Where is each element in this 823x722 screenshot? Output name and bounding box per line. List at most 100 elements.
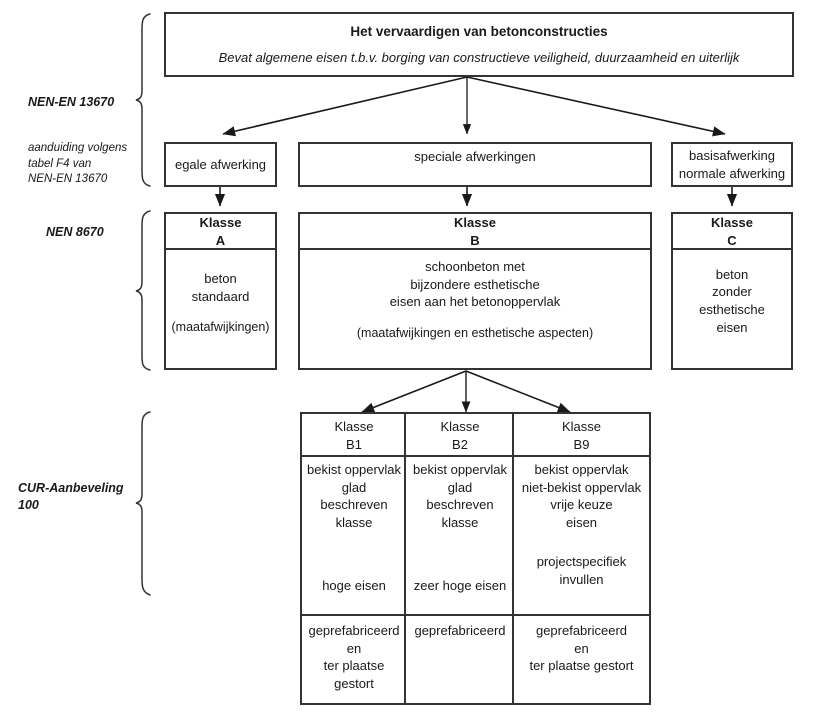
box-klasse-b: Klasse B schoonbeton met bijzondere esth…: [298, 212, 652, 370]
box-speciale-afwerkingen: speciale afwerkingen: [298, 142, 652, 187]
requirement-line-1: hoge eisen: [322, 578, 386, 594]
klasse-label: Klasse: [199, 215, 242, 231]
cur-line-2: 100: [18, 497, 39, 512]
feature-line-3: beschreven: [320, 497, 388, 513]
klasse-a-header-divider: [164, 248, 277, 250]
table-features-row: bekist oppervlak glad beschreven klasse …: [302, 457, 649, 616]
application-line-2: en: [574, 640, 589, 656]
box-label: speciale afwerkingen: [414, 148, 536, 164]
table-cell-b9-features: bekist oppervlak niet-bekist oppervlak v…: [514, 457, 649, 616]
application-line-3: ter plaatse: [323, 658, 385, 674]
table-column-divider-1: [404, 412, 406, 705]
subtitle-text: Bevat algemene eisen t.b.v. borging van …: [218, 49, 740, 65]
feature-line-1: bekist oppervlak: [413, 462, 507, 477]
box-klasse-a: Klasse A beton standaard (maatafwijkinge…: [164, 212, 277, 370]
requirement-line-1: zeer hoge eisen: [413, 578, 507, 594]
table-divider-header: [300, 455, 651, 457]
box-egale-afwerking: egale afwerking: [164, 142, 277, 187]
body-line-1: beton: [204, 271, 237, 287]
table-cell-b1-application: geprefabriceerd en ter plaatse gestort: [302, 616, 406, 703]
side-label-nen-8670: NEN 8670: [46, 224, 146, 241]
feature-line-2: niet-bekist oppervlak: [521, 479, 642, 495]
klasse-label: Klasse: [561, 418, 602, 434]
klasse-value: B2: [452, 436, 468, 452]
body-line-2: bijzondere esthetische: [410, 276, 540, 292]
klasse-value: B9: [573, 436, 590, 452]
feature-line-3: vrije keuze: [550, 497, 613, 513]
table-cell-b2-features: bekist oppervlak glad beschreven klasse …: [406, 457, 514, 616]
side-label-text: NEN-EN 13670: [28, 95, 115, 109]
side-label-nen-en-13670: NEN-EN 13670: [28, 94, 138, 111]
feature-line-4: klasse: [441, 514, 479, 530]
klasse-c-body: beton zonder esthetische eisen: [673, 242, 791, 360]
klasse-value: B: [470, 233, 480, 248]
klasse-a-body: beton standaard (maatafwijkingen): [166, 244, 275, 362]
body-line-2: standaard: [191, 288, 250, 304]
klasse-b-header: Klasse B: [300, 214, 650, 250]
body-line-1: beton: [715, 266, 749, 282]
side-label-cur-aanbeveling-100: CUR-Aanbeveling 100: [18, 480, 138, 514]
klasse-value: A: [215, 233, 226, 248]
table-application-row: geprefabriceerd en ter plaatse gestort g…: [302, 616, 649, 703]
klasse-value: C: [727, 233, 737, 248]
klasse-b-header-divider: [298, 248, 652, 250]
body-line-1: schoonbeton met: [425, 259, 525, 274]
application-line-4: gestort: [334, 675, 374, 691]
body-line-3: eisen aan het betonoppervlak: [389, 294, 561, 310]
aanduiding-line-2: tabel F4 van: [28, 157, 92, 170]
application-line-3: ter plaatse gestort: [529, 658, 634, 674]
body-line-3: esthetische: [699, 302, 765, 317]
body-note: (maatafwijkingen): [171, 320, 270, 335]
aanduiding-line-3: NEN-EN 13670: [28, 173, 108, 186]
box-label-line-1: basisafwerking: [689, 147, 775, 163]
arrow-top-to-basis: [466, 76, 726, 137]
klasse-b-body: schoonbeton met bijzondere esthetische e…: [300, 250, 650, 368]
box-label-line-2: normale afwerking: [678, 165, 786, 181]
table-cell-b1-features: bekist oppervlak glad beschreven klasse …: [302, 457, 406, 616]
table-header-row: Klasse B1 Klasse B2 Klasse B9: [302, 414, 649, 457]
application-line-2: en: [346, 640, 362, 656]
side-label-aanduiding-note: aanduiding volgens tabel F4 van NEN-EN 1…: [28, 141, 138, 188]
box-label: egale afwerking: [174, 156, 267, 172]
feature-line-2: glad: [447, 479, 473, 495]
table-subclasses: Klasse B1 Klasse B2 Klasse B9 bekist opp…: [300, 412, 651, 705]
table-divider-application: [300, 614, 651, 616]
body-line-2: zonder: [712, 284, 752, 300]
feature-line-1: bekist oppervlak: [307, 462, 401, 477]
table-cell-b9-application: geprefabriceerd en ter plaatse gestort: [514, 616, 649, 703]
cur-line-1: CUR-Aanbeveling: [18, 481, 124, 495]
table-cell-b2-application: geprefabriceerd: [406, 616, 514, 703]
arrow-klasse-b-to-b9: [465, 370, 571, 413]
klasse-a-header: Klasse A: [166, 214, 275, 250]
body-note: (maatafwijkingen en esthetische aspecten…: [356, 325, 594, 340]
application-line-1: geprefabriceerd: [535, 623, 628, 638]
application-line-1: geprefabriceerd: [414, 623, 506, 638]
klasse-value: B1: [346, 436, 362, 452]
requirement-line-2: invullen: [559, 571, 604, 587]
arrow-klasse-b-to-b1: [361, 370, 467, 413]
body-line-4: eisen: [716, 319, 748, 335]
feature-line-1: bekist oppervlak: [534, 462, 629, 477]
requirement-line-1: projectspecifiek: [536, 554, 627, 570]
klasse-label: Klasse: [711, 215, 753, 231]
table-column-divider-2: [512, 412, 514, 705]
table-header-b2: Klasse B2: [406, 414, 514, 457]
klasse-label: Klasse: [440, 418, 480, 434]
brace-nen-en-13670: [135, 13, 151, 187]
aanduiding-line-1: aanduiding volgens: [28, 142, 128, 154]
klasse-c-header-divider: [671, 248, 793, 250]
klasse-c-header: Klasse C: [673, 214, 791, 250]
box-title-vervaardigen: Het vervaardigen van betonconstructies B…: [164, 12, 794, 77]
klasse-label: Klasse: [454, 215, 496, 231]
box-klasse-c: Klasse C beton zonder esthetische eisen: [671, 212, 793, 370]
feature-line-3: beschreven: [426, 497, 494, 513]
arrow-top-to-egale: [222, 76, 468, 137]
title-text: Het vervaardigen van betonconstructies: [350, 23, 608, 39]
table-header-b9: Klasse B9: [514, 414, 649, 457]
feature-line-4: eisen: [565, 514, 598, 530]
feature-line-2: glad: [341, 479, 367, 495]
table-header-b1: Klasse B1: [302, 414, 406, 457]
brace-cur-aanbeveling-100: [135, 411, 151, 596]
box-basisafwerking: basisafwerking normale afwerking: [671, 142, 793, 187]
